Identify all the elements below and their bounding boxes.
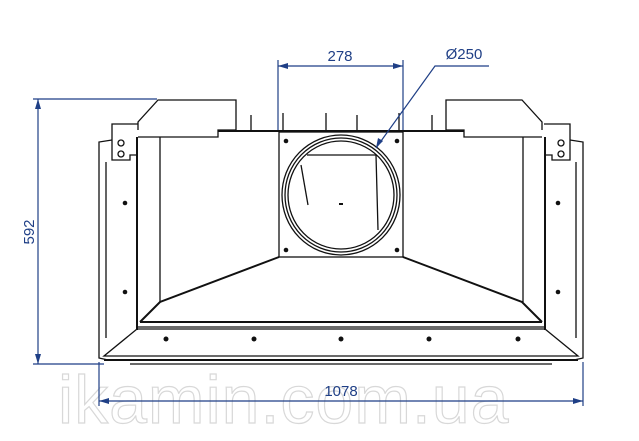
watermark: ikamin.com.ua — [58, 362, 509, 438]
dimension-592: 592 — [21, 98, 157, 365]
svg-text:Ø250: Ø250 — [446, 46, 483, 63]
dimension-1078: 1078 — [98, 362, 584, 406]
flue-collar — [281, 134, 401, 256]
svg-text:592: 592 — [21, 219, 38, 244]
svg-text:1078: 1078 — [324, 383, 357, 400]
dimension-278: 278 — [277, 48, 404, 130]
dimension-diameter: Ø250 — [375, 46, 489, 149]
firebox-outline — [98, 99, 584, 365]
screws — [117, 138, 565, 342]
svg-text:278: 278 — [327, 48, 352, 65]
